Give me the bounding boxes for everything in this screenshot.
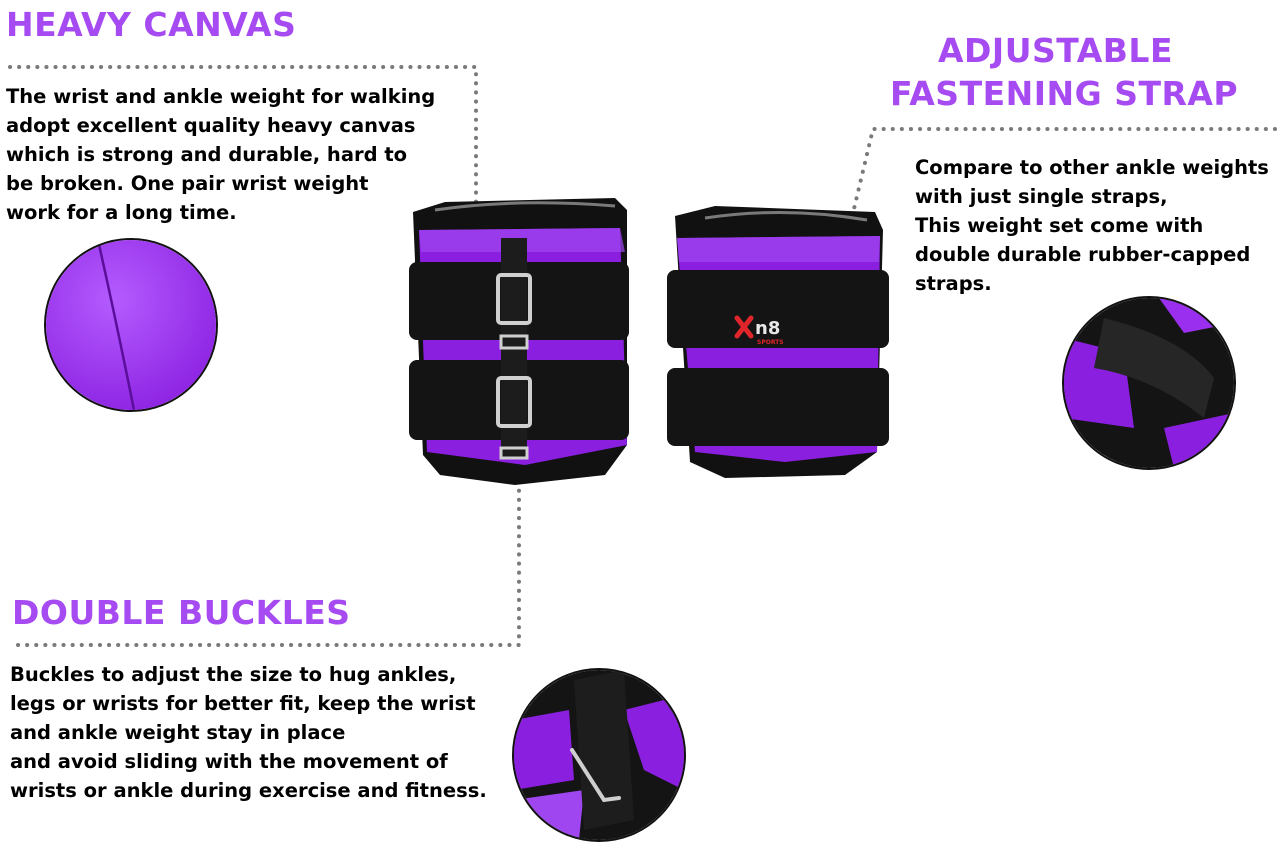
leader-strap (826, 127, 1277, 320)
adjustable-strap-title-line2: FASTENING STRAP (890, 74, 1239, 113)
double-buckles-description: Buckles to adjust the size to hug ankles… (10, 663, 487, 802)
svg-text:n8: n8 (755, 318, 780, 339)
strap-closeup (1062, 296, 1236, 470)
svg-text:SPORTS: SPORTS (757, 339, 784, 346)
product-image: n8 SPORTS (409, 198, 889, 485)
brand-logo: n8 SPORTS (734, 315, 784, 346)
right-ankle-weight: n8 SPORTS (667, 206, 889, 478)
heavy-canvas-title: HEAVY CANVAS (6, 5, 297, 44)
left-ankle-weight (409, 198, 629, 485)
canvas-closeup (44, 238, 218, 412)
buckle-closeup (512, 668, 686, 842)
adjustable-strap-description: Compare to other ankle weights with just… (915, 156, 1269, 295)
leader-buckles (16, 433, 521, 647)
leader-heavy-canvas (8, 65, 478, 252)
double-buckles-title: DOUBLE BUCKLES (12, 593, 351, 632)
heavy-canvas-description: The wrist and ankle weight for walking a… (6, 85, 436, 224)
adjustable-strap-title-line1: ADJUSTABLE (938, 31, 1173, 70)
